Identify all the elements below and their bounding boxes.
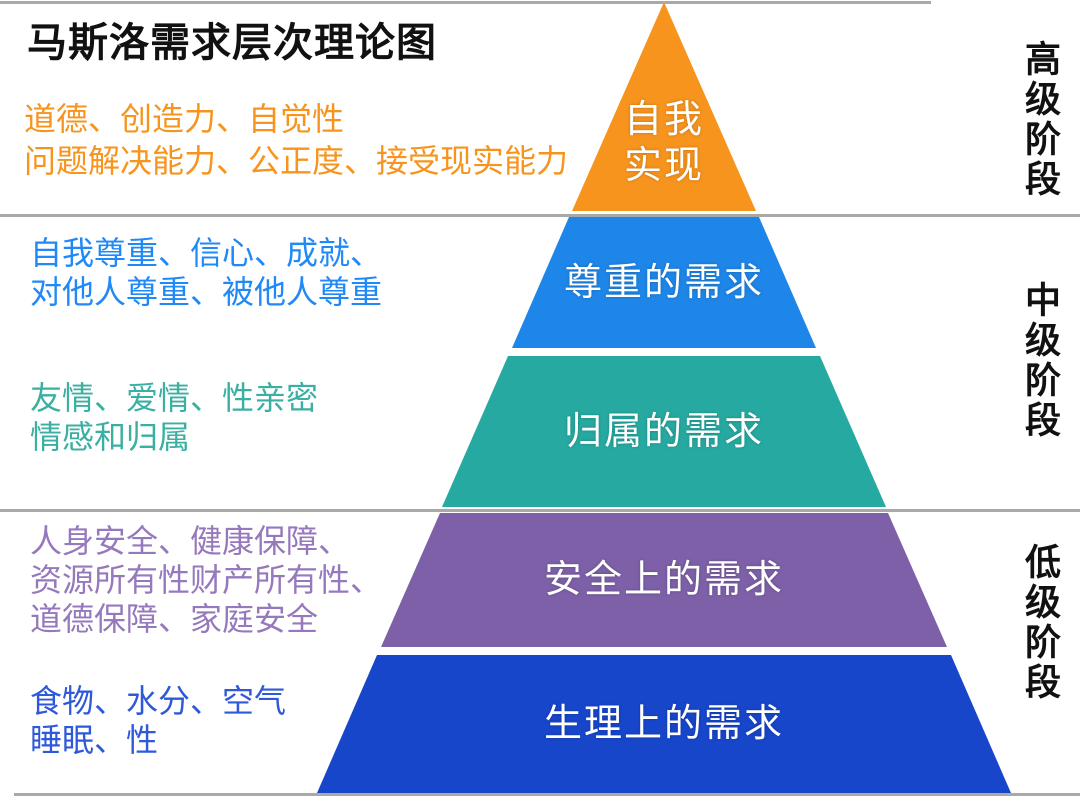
page-title: 马斯洛需求层次理论图 [27, 21, 437, 65]
stage-label-mid: 中级阶段 [1020, 281, 1061, 441]
pyramid-level-label: 尊重的需求 [563, 261, 764, 304]
divider-high-mid [0, 214, 1080, 217]
divider-mid-low [0, 509, 1080, 512]
stage-label-high: 高级阶段 [1020, 40, 1061, 200]
pyramid-level-label: 自我 实现 [623, 99, 704, 187]
desc-self-actualization: 道德、创造力、自觉性 问题解决能力、公正度、接受现实能力 [24, 101, 569, 179]
desc-physiological: 食物、水分、空气 睡眠、性 [30, 683, 287, 758]
desc-esteem: 自我尊重、信心、成就、 对他人尊重、被他人尊重 [30, 235, 383, 310]
pyramid-level-belonging: 归属的需求 [442, 356, 886, 507]
pyramid-level-esteem: 尊重的需求 [512, 217, 816, 348]
divider-bottom [14, 793, 1080, 796]
pyramid-level-label: 安全上的需求 [543, 559, 784, 601]
pyramid-level-label: 生理上的需求 [543, 703, 784, 745]
desc-safety: 人身安全、健康保障、 资源所有性财产所有性、 道德保障、家庭安全 [30, 523, 383, 637]
pyramid-level-self-actualization: 自我 实现 [572, 2, 756, 211]
pyramid-level-physiological: 生理上的需求 [317, 655, 1011, 793]
divider-top [0, 1, 931, 4]
pyramid-level-label: 归属的需求 [563, 410, 764, 453]
stage-label-low: 低级阶段 [1020, 543, 1061, 703]
desc-belonging: 友情、爱情、性亲密 情感和归属 [30, 380, 319, 455]
pyramid-level-safety: 安全上的需求 [381, 513, 947, 647]
